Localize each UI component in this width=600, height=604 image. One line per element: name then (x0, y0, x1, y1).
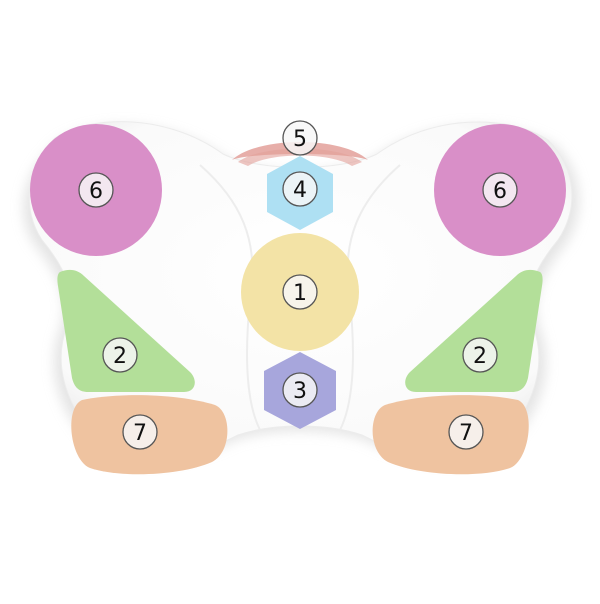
zone-6-left-label: 6 (78, 172, 114, 208)
svg-text:7: 7 (133, 421, 147, 446)
zone-6-right-label: 6 (482, 172, 518, 208)
zone-7-right-label: 7 (448, 414, 484, 450)
svg-text:5: 5 (293, 127, 307, 152)
zone-2-left-area (57, 269, 195, 392)
zone-5-band (238, 148, 362, 166)
svg-text:2: 2 (113, 344, 127, 369)
zone-2-right-label: 2 (462, 337, 498, 373)
zone-5-label: 5 (282, 120, 318, 156)
svg-text:4: 4 (293, 178, 307, 203)
svg-text:7: 7 (459, 421, 473, 446)
zone-2-left-label: 2 (102, 337, 138, 373)
svg-text:6: 6 (89, 179, 103, 204)
zone-2-right-area (405, 269, 543, 392)
svg-text:6: 6 (493, 179, 507, 204)
svg-text:2: 2 (473, 344, 487, 369)
zone-3-label: 3 (282, 372, 318, 408)
zone-4-label: 4 (282, 171, 318, 207)
zone-7-left-label: 7 (122, 414, 158, 450)
svg-text:3: 3 (293, 379, 307, 404)
svg-text:1: 1 (293, 281, 307, 306)
zone-1-label: 1 (282, 274, 318, 310)
